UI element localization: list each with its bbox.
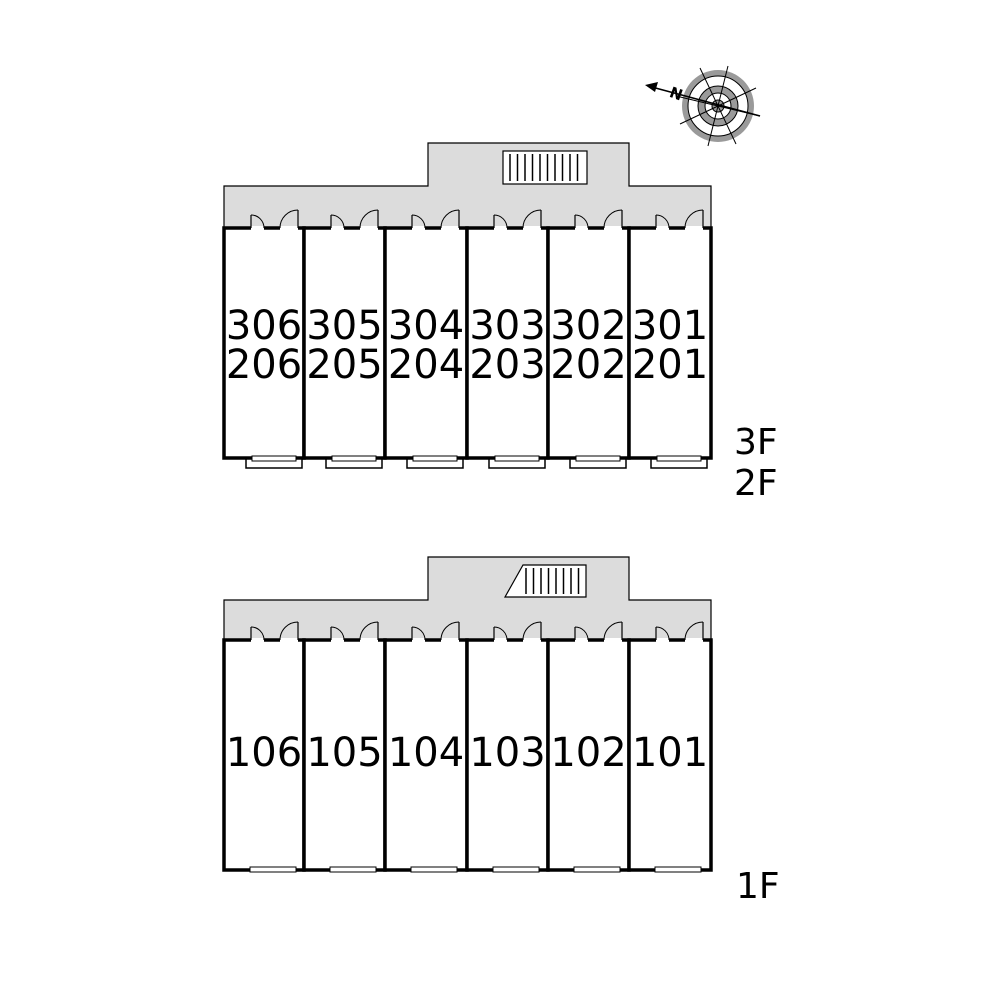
- unit-number-upper: 301: [632, 303, 708, 349]
- window: [331, 455, 377, 462]
- window: [656, 455, 702, 462]
- compass-north-label: N: [667, 83, 685, 104]
- floor-label-1f: 1F: [736, 866, 780, 907]
- window: [654, 866, 702, 873]
- unit-number: 106: [226, 730, 302, 776]
- unit-outline: [627, 226, 713, 460]
- unit-outline: [465, 226, 550, 460]
- unit-number-upper: 303: [469, 303, 545, 349]
- unit-number: 101: [632, 730, 708, 776]
- window: [251, 455, 297, 462]
- door-icon: [493, 214, 508, 229]
- door-icon: [330, 214, 345, 229]
- unit-number-lower: 203: [469, 342, 545, 388]
- door-icon: [250, 214, 265, 229]
- unit-number-lower: 201: [632, 342, 708, 388]
- ground-floor-unit: 106: [222, 621, 306, 873]
- upper-corridor: [223, 142, 712, 229]
- unit-number-lower: 206: [226, 342, 302, 388]
- unit-number: 103: [469, 730, 545, 776]
- window: [573, 866, 621, 873]
- unit-number-upper: 302: [550, 303, 626, 349]
- door-icon: [655, 214, 670, 229]
- window: [492, 866, 540, 873]
- unit-number-lower: 202: [550, 342, 626, 388]
- ground-floor-unit: 103: [465, 621, 550, 873]
- door-icon: [279, 209, 299, 229]
- unit-outline: [546, 226, 631, 460]
- door-icon: [574, 214, 589, 229]
- window: [410, 866, 458, 873]
- door-icon: [522, 209, 542, 229]
- compass-rose-icon: [645, 65, 761, 147]
- ground-stairs: [503, 564, 587, 598]
- window: [494, 455, 540, 462]
- unit-number-lower: 204: [388, 342, 464, 388]
- unit-outline: [383, 226, 469, 460]
- door-icon: [250, 626, 265, 641]
- door-icon: [359, 209, 379, 229]
- unit-number-upper: 306: [226, 303, 302, 349]
- window: [329, 866, 377, 873]
- floor-label-3f: 3F: [734, 422, 778, 463]
- unit-outline: [383, 638, 469, 872]
- ground-floor-unit: 101: [627, 621, 713, 873]
- unit-outline: [627, 638, 713, 872]
- upper-stairs: [502, 150, 588, 185]
- ground-corridor: [223, 556, 712, 641]
- window: [249, 866, 297, 873]
- door-icon: [493, 626, 508, 641]
- compass: N: [645, 65, 761, 147]
- door-icon: [684, 621, 704, 641]
- door-icon: [440, 621, 460, 641]
- window: [575, 455, 621, 462]
- unit-number-upper: 305: [306, 303, 382, 349]
- door-icon: [440, 209, 460, 229]
- unit-number-upper: 304: [388, 303, 464, 349]
- door-icon: [330, 626, 345, 641]
- unit-outline: [222, 226, 306, 460]
- window: [412, 455, 458, 462]
- unit-number: 105: [306, 730, 382, 776]
- door-icon: [603, 209, 623, 229]
- door-icon: [522, 621, 542, 641]
- door-icon: [359, 621, 379, 641]
- ground-floor-unit: 102: [546, 621, 631, 873]
- unit-number: 102: [550, 730, 626, 776]
- ground-floor-unit: 105: [302, 621, 387, 873]
- unit-number: 104: [388, 730, 464, 776]
- unit-number-lower: 205: [306, 342, 382, 388]
- door-icon: [655, 626, 670, 641]
- door-icon: [684, 209, 704, 229]
- door-icon: [411, 214, 426, 229]
- door-icon: [279, 621, 299, 641]
- door-icon: [574, 626, 589, 641]
- door-icon: [603, 621, 623, 641]
- door-icon: [411, 626, 426, 641]
- floor-label-2f: 2F: [734, 463, 778, 504]
- ground-floor-unit: 104: [383, 621, 469, 873]
